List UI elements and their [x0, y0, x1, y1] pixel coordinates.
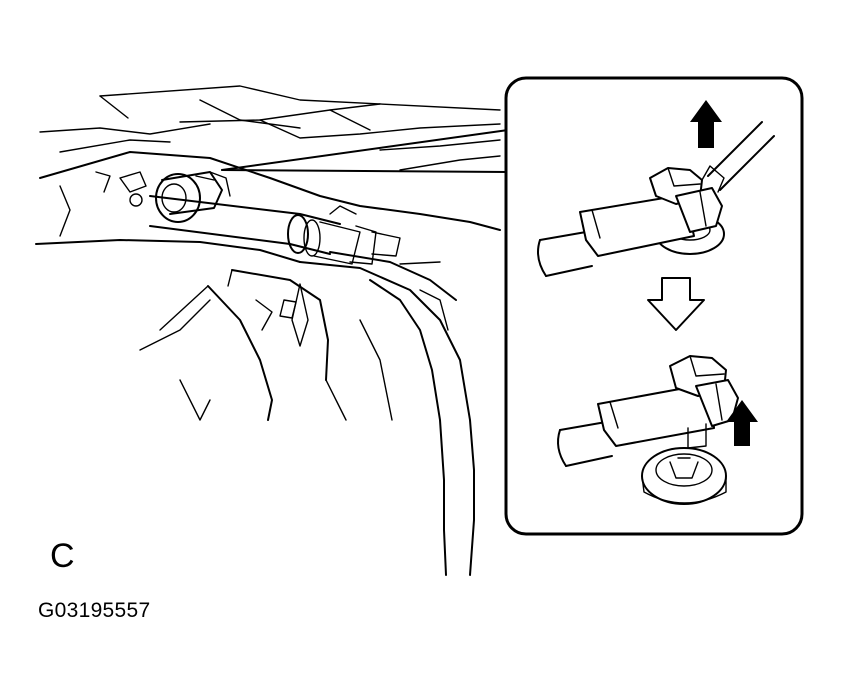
connector-step-2: [557, 355, 739, 505]
connector-step-1: [537, 121, 775, 277]
leader-lines: [221, 129, 509, 173]
up-arrow-icon: [726, 400, 758, 446]
view-letter-label: C: [50, 537, 75, 575]
up-arrow-icon: [690, 100, 722, 148]
figure-id-label: G03195557: [38, 599, 151, 622]
underbody-illustration: [35, 85, 501, 576]
down-arrow-icon: [647, 277, 705, 331]
